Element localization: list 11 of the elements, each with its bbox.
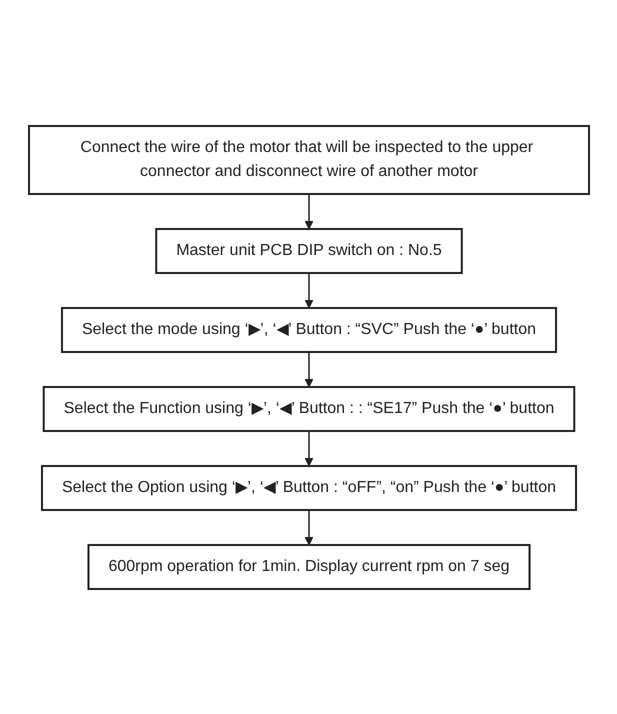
arrow — [304, 510, 313, 545]
node-box: Connect the wire of the motor that will be inspected to the upper connector and disconnect wire of another motor — [28, 124, 590, 194]
node-box: Select the Function using ‘▶’, ‘◀’ Button : : “SE17” Push the ‘●’ button — [42, 386, 575, 432]
node-box: 600rpm operation for 1min. Display current rpm on 7 seg — [86, 544, 530, 590]
node-box: Select the Option using ‘▶’, ‘◀’ Button : “oFF”, “on” Push the ‘●’ button — [40, 464, 577, 510]
arrow — [304, 352, 313, 387]
node-box: Select the mode using ‘▶’, ‘◀’ Button : “SVC” Push the ‘●’ button — [60, 306, 557, 352]
arrow — [304, 194, 313, 229]
arrow — [304, 272, 313, 308]
arrow — [304, 430, 313, 466]
node-box: Master unit PCB DIP switch on : No.5 — [154, 228, 462, 274]
